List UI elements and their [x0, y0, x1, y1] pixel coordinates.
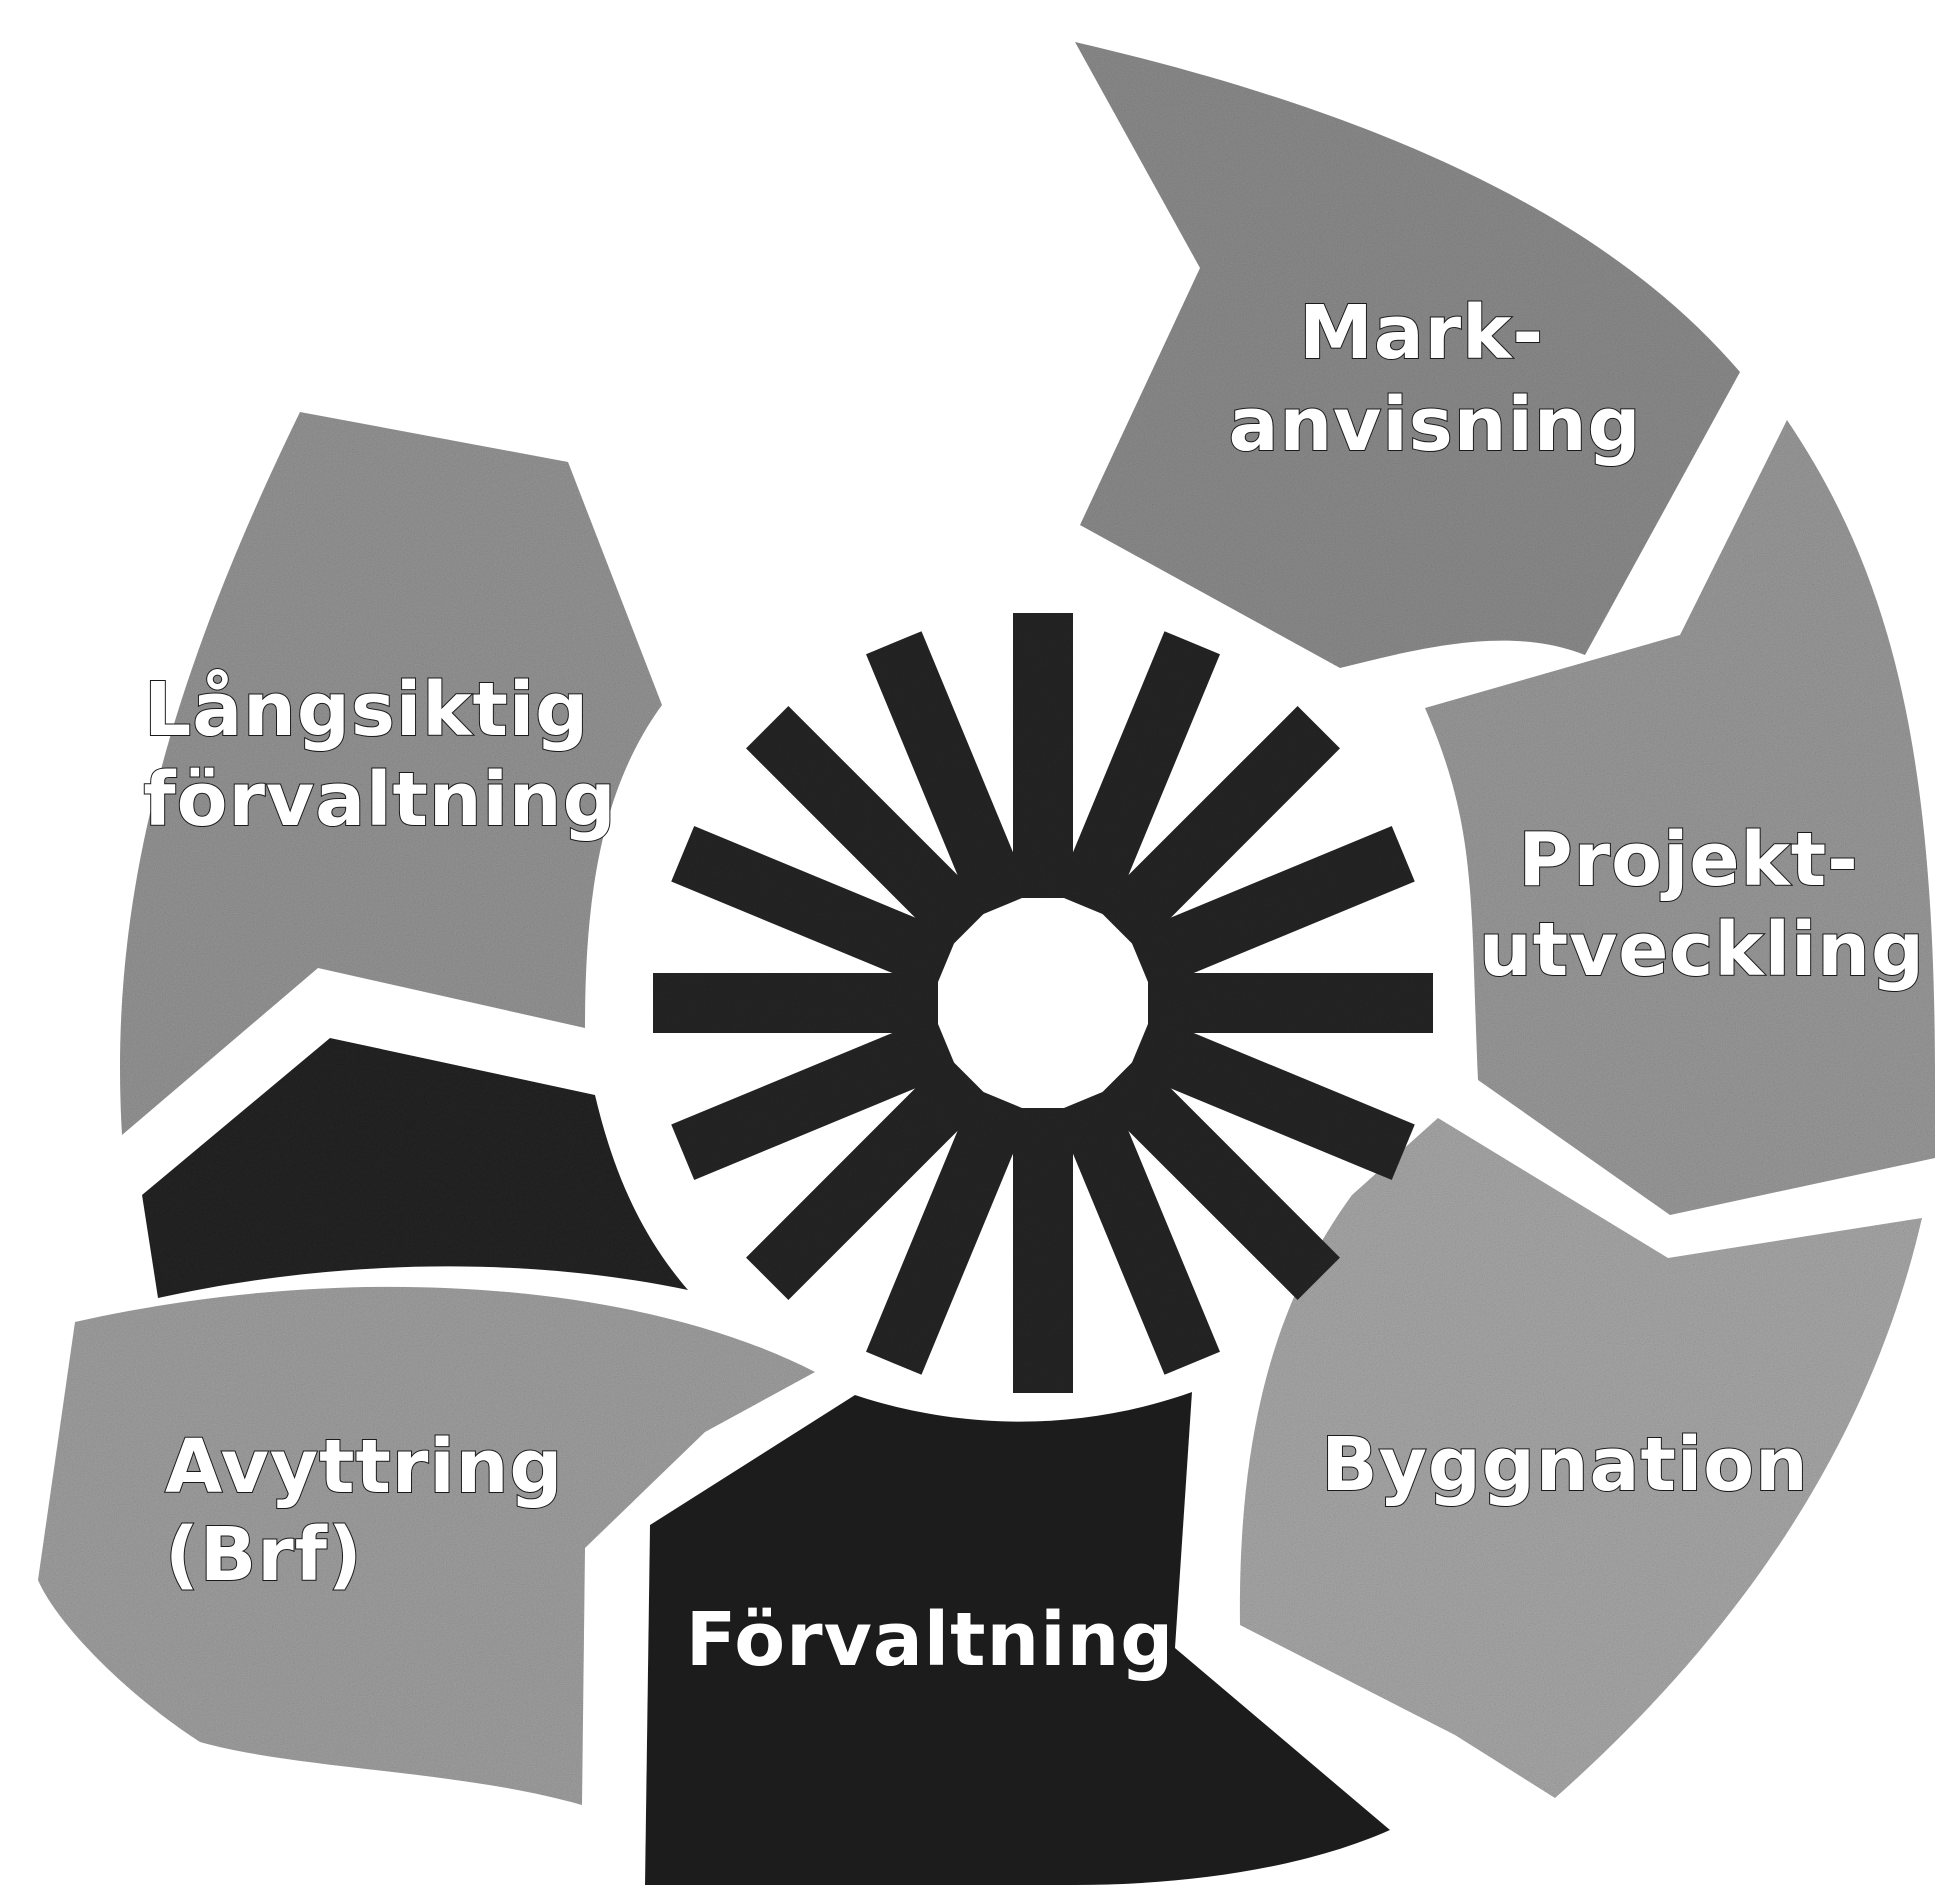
starburst-ray [653, 973, 938, 1033]
center-hub [945, 905, 1141, 1101]
segment-dark-wedge [142, 1038, 688, 1298]
avyttring-line-2: (Brf) [165, 1512, 363, 1598]
starburst-ray [1013, 1108, 1073, 1393]
starburst-ray [1013, 613, 1073, 898]
segment-markanvisning: Mark- anvisning [1075, 42, 1740, 668]
markanvisning-line-1: Mark- [1299, 290, 1544, 376]
byggnation-line-1: Byggnation [1321, 1422, 1808, 1508]
langsiktig-forvaltning-line-1: Långsiktig [144, 667, 589, 753]
langsiktig-forvaltning-line-2: förvaltning [143, 757, 616, 843]
segment-langsiktig-forvaltning: Långsiktig förvaltning [120, 412, 662, 1135]
segment-byggnation: Byggnation [1240, 1118, 1922, 1798]
projektutveckling-line-2: utveckling [1479, 907, 1925, 993]
avyttring-line-1: Avyttring [165, 1424, 563, 1510]
starburst-ray [1148, 973, 1433, 1033]
forvaltning-line-1: Förvaltning [686, 1597, 1175, 1683]
projektutveckling-line-1: Projekt- [1518, 817, 1858, 903]
segment-forvaltning-label: Förvaltning [686, 1597, 1175, 1683]
segment-dark-wedge-shape [142, 1038, 688, 1298]
markanvisning-line-2: anvisning [1229, 382, 1642, 468]
segment-byggnation-label: Byggnation [1321, 1422, 1808, 1508]
